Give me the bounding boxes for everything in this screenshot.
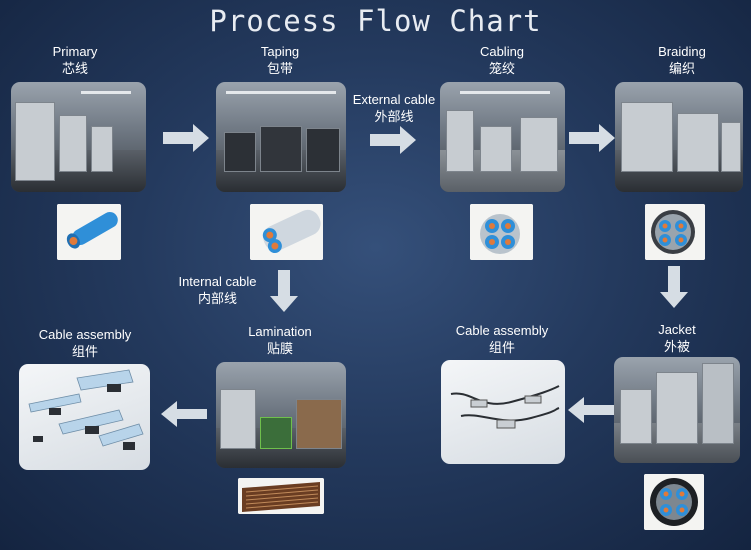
step-label-braiding: Braiding 编织 xyxy=(637,43,727,77)
arrow-right-icon xyxy=(569,124,615,152)
arrow-right-icon xyxy=(370,126,416,154)
step-label-en: Primary xyxy=(52,44,98,59)
step-label-en: Lamination xyxy=(248,324,312,339)
arrow-right-icon xyxy=(163,124,209,152)
branch-label-en: Internal cable xyxy=(178,274,257,289)
jacket-factory-photo xyxy=(614,357,740,463)
primary-factory-photo xyxy=(11,82,146,192)
step-label-cabling: Cabling 笼绞 xyxy=(457,43,547,77)
step-label-en: Braiding xyxy=(658,44,706,59)
step-label-primary: Primary 芯线 xyxy=(30,43,120,77)
taping-cable-image xyxy=(250,204,323,260)
jacket-cable-image xyxy=(644,474,704,530)
step-label-en: Jacket xyxy=(658,322,696,337)
step-label-zh: 包带 xyxy=(266,61,293,76)
step-label-lamination: Lamination 贴膜 xyxy=(236,323,324,357)
branch-label-internal: Internal cable 内部线 xyxy=(170,273,265,307)
step-label-zh: 外被 xyxy=(663,339,690,354)
branch-label-zh: 内部线 xyxy=(197,291,237,306)
step-label-en: Taping xyxy=(260,44,300,59)
step-label-en: Cabling xyxy=(479,44,525,59)
arrow-left-icon xyxy=(568,397,614,423)
step-label-zh: 芯线 xyxy=(61,61,88,76)
step-label-assembly-right: Cable assembly 组件 xyxy=(447,322,557,356)
branch-label-zh: 外部线 xyxy=(374,109,414,124)
branch-label-en: External cable xyxy=(352,92,436,107)
step-label-taping: Taping 包带 xyxy=(235,43,325,77)
assembly-left-photo xyxy=(19,364,150,470)
assembly-right-photo xyxy=(441,360,565,464)
branch-label-external: External cable 外部线 xyxy=(344,91,444,125)
arrow-down-icon xyxy=(270,270,298,312)
taping-factory-photo xyxy=(216,82,346,192)
step-label-en: Cable assembly xyxy=(38,327,132,342)
step-label-zh: 组件 xyxy=(488,340,515,355)
arrow-down-icon xyxy=(660,266,688,308)
cabling-cable-image xyxy=(470,204,533,260)
braiding-cable-image xyxy=(645,204,705,260)
primary-wire-image xyxy=(57,204,121,260)
step-label-assembly-left: Cable assembly 组件 xyxy=(30,326,140,360)
step-label-jacket: Jacket 外被 xyxy=(634,321,720,355)
step-label-en: Cable assembly xyxy=(455,323,549,338)
arrow-left-icon xyxy=(161,401,207,427)
lamination-cable-image xyxy=(238,478,324,514)
lamination-factory-photo xyxy=(216,362,346,468)
cabling-factory-photo xyxy=(440,82,565,192)
braiding-factory-photo xyxy=(615,82,743,192)
page-title: Process Flow Chart xyxy=(209,4,542,38)
step-label-zh: 组件 xyxy=(71,344,98,359)
step-label-zh: 编织 xyxy=(668,61,695,76)
step-label-zh: 笼绞 xyxy=(488,61,515,76)
step-label-zh: 贴膜 xyxy=(266,341,293,356)
